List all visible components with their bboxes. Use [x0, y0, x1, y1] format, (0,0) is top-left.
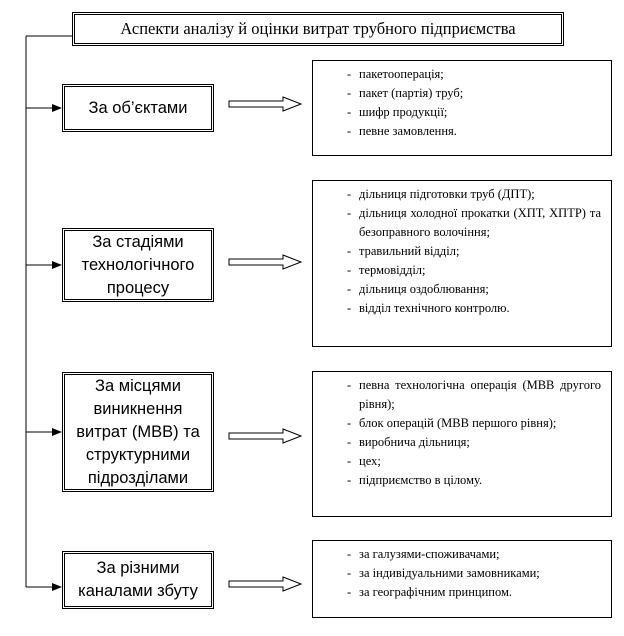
- list-item-text: термовідділ;: [359, 263, 426, 277]
- list-item-text: дільниця підготовки труб (ДПТ);: [359, 187, 535, 201]
- bullet-dash: -: [347, 454, 352, 468]
- category-label-line: процесу: [106, 278, 170, 297]
- block-arrow-icon: [228, 254, 303, 270]
- list-item-text: виробнича дільниця;: [359, 435, 470, 449]
- list-item: -дільниця підготовки труб (ДПТ);: [313, 185, 601, 204]
- bullet-dash: -: [347, 67, 352, 81]
- bullet-dash: -: [347, 187, 352, 201]
- diagram-title: Аспекти аналізу й оцінки витрат трубного…: [120, 19, 516, 38]
- category-label-line: каналами збуту: [78, 582, 198, 600]
- list-item-text: пакет (партія) труб;: [359, 86, 464, 100]
- list-item-text: дільниця оздоблювання;: [359, 282, 489, 296]
- category-label-line: За стадіями: [92, 232, 184, 251]
- list-item: -виробнича дільниця;: [313, 433, 601, 452]
- list-item-text: волочіння;: [433, 225, 490, 239]
- branch-arrowhead-icon: [52, 428, 62, 436]
- list-item-text: за індивідуальними замовниками;: [359, 566, 540, 580]
- bullet-dash: -: [347, 566, 352, 580]
- bullet-dash: -: [347, 86, 352, 100]
- branch-arrowhead-icon: [52, 583, 62, 591]
- list-item: -відділ технічного контролю.: [313, 299, 601, 318]
- list-item-text: травильний відділ;: [359, 244, 460, 258]
- list-item-text: (ХПТ, ХПТР) та безоправного: [359, 206, 601, 239]
- bullet-dash: -: [347, 547, 352, 561]
- category-label-line: технологічного: [81, 255, 195, 274]
- list-item-text: пакетооперація;: [359, 67, 444, 81]
- bullet-dash: -: [347, 206, 352, 220]
- list-item-text: певне замовлення.: [359, 124, 457, 138]
- category-label-line: За різними: [96, 559, 180, 577]
- list-item: -за галузями-споживачами;: [313, 545, 601, 564]
- block-arrow-icon: [228, 96, 303, 112]
- bullet-dash: -: [347, 416, 352, 430]
- branch-arrowhead-icon: [52, 261, 62, 269]
- bullet-dash: -: [347, 473, 352, 487]
- list-item: -певна технологічна операція (МВВ другог…: [313, 376, 601, 414]
- list-item: -шифр продукції;: [313, 103, 601, 122]
- list-item-text: (МВВ другого рівня);: [359, 378, 602, 411]
- category-label-line: витрат (МВВ) та: [76, 422, 200, 441]
- list-item-text: рівня);: [520, 416, 557, 430]
- list-item: -пакетооперація;: [313, 65, 601, 84]
- bullet-dash: -: [347, 585, 352, 599]
- list-item-text: за географічним принципом.: [359, 585, 513, 599]
- category-box-cost-centers: За місцями виникнення витрат (МВВ) та струк…: [62, 372, 214, 492]
- list-item: -підприємство в цілому.: [313, 471, 601, 490]
- list-item: -травильний відділ;: [313, 242, 601, 261]
- list-item: -пакет (партія) труб;: [313, 84, 601, 103]
- list-item: -за географічним принципом.: [313, 583, 601, 602]
- detail-list-box-cost-centers: -певна технологічна операція (МВВ другог…: [312, 371, 612, 517]
- list-item: -певне замовлення.: [313, 122, 601, 141]
- bullet-dash: -: [347, 105, 352, 119]
- list-item: -за індивідуальними замовниками;: [313, 564, 601, 583]
- detail-list-box-process-stages: -дільниця підготовки труб (ДПТ);-дільниц…: [312, 180, 612, 347]
- category-label-line: структурними: [85, 445, 191, 464]
- bullet-dash: -: [347, 435, 352, 449]
- block-arrow-icon: [228, 576, 303, 592]
- list-item: -блок операцій (МВВ першого рівня);: [313, 414, 601, 433]
- list-item-text: цех;: [359, 454, 381, 468]
- category-label-line: За об’єктами: [88, 98, 188, 117]
- branch-arrowhead-icon: [52, 104, 62, 112]
- bullet-dash: -: [347, 378, 352, 392]
- block-arrow-icon: [228, 428, 303, 444]
- list-item-text: блок операцій (МВВ першого: [359, 416, 521, 430]
- bullet-dash: -: [347, 124, 352, 138]
- bullet-dash: -: [347, 244, 352, 258]
- list-item-text: відділ технічного контролю.: [359, 301, 510, 315]
- list-item: -дільниця оздоблювання;: [313, 280, 601, 299]
- list-item-text: підприємство в цілому.: [359, 473, 483, 487]
- list-item-text: певна технологічна операція: [359, 378, 523, 392]
- category-box-objects: За об’єктами: [62, 84, 214, 132]
- category-label-line: виникнення: [93, 399, 183, 418]
- list-item-text: за галузями-споживачами;: [359, 547, 500, 561]
- list-item-text: шифр продукції;: [359, 105, 448, 119]
- category-label-line: За місцями: [95, 376, 181, 395]
- list-item-text: дільниця холодної прокатки: [359, 206, 514, 220]
- category-box-sales-channels: За різними каналами збуту: [62, 551, 214, 609]
- detail-list-box-objects: -пакетооперація;-пакет (партія) труб;-ши…: [312, 60, 612, 156]
- category-label-line: підрозділами: [87, 468, 189, 487]
- list-item: -дільниця холодної прокатки (ХПТ, ХПТР) …: [313, 204, 601, 242]
- bullet-dash: -: [347, 282, 352, 296]
- detail-list-box-sales-channels: -за галузями-споживачами;-за індивідуаль…: [312, 540, 612, 618]
- category-box-process-stages: За стадіями технологічного процесу: [62, 228, 214, 302]
- bullet-dash: -: [347, 301, 352, 315]
- list-item: -цех;: [313, 452, 601, 471]
- bullet-dash: -: [347, 263, 352, 277]
- list-item: -термовідділ;: [313, 261, 601, 280]
- diagram-title-box: Аспекти аналізу й оцінки витрат трубного…: [72, 12, 564, 46]
